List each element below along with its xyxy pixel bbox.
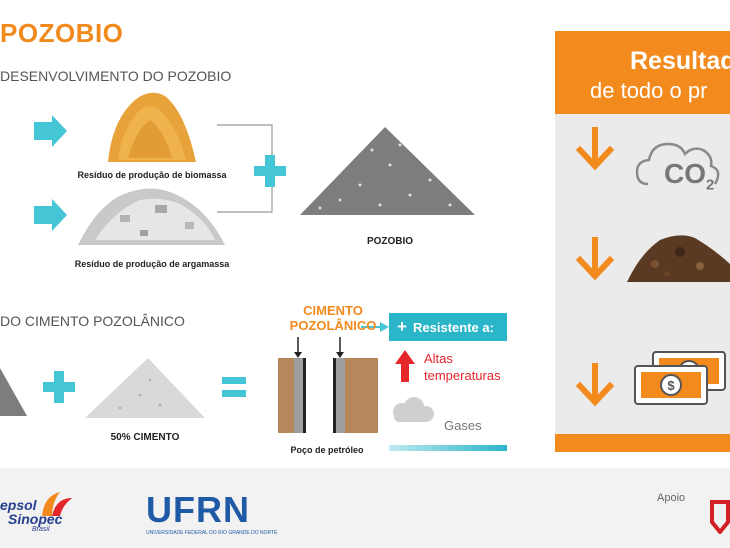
plus-icon: [43, 371, 75, 403]
co2-label: CO2: [664, 158, 714, 194]
oil-well-image: [278, 358, 378, 433]
results-subtitle: de todo o pr: [590, 78, 708, 103]
gradient-bar: [389, 445, 507, 451]
section-heading-cement: DO CIMENTO POZOLÂNICO: [0, 313, 185, 329]
pozobio-pile-image: [300, 127, 475, 215]
apoio-label: Apoio: [657, 492, 686, 504]
altas-temperaturas-label: Altas temperaturas: [424, 351, 501, 383]
argamassa-pile-image: [78, 188, 225, 245]
results-header-box: [555, 31, 730, 114]
co2-cloud-icon: [635, 142, 720, 186]
results-bottom-bar: [555, 434, 730, 452]
equals-icon: [222, 377, 246, 397]
cement-caption: 50% CIMENTO: [110, 432, 180, 443]
biomass-pile-image: [108, 92, 196, 162]
results-title: Resultad: [630, 47, 730, 75]
co2-text: CO: [664, 158, 706, 189]
ufrn-logo: UFRN: [146, 489, 250, 530]
cement-pile-image: [85, 358, 205, 418]
page-title: POZOBIO: [0, 18, 124, 48]
arrow-icon: [34, 115, 67, 147]
co2-subscript: 2: [706, 176, 715, 194]
section-heading-development: DESENVOLVIMENTO DO POZOBIO: [0, 68, 232, 84]
plus-icon: +: [397, 317, 407, 336]
cloud-icon: [393, 397, 434, 422]
resistente-label: Resistente a:: [413, 320, 494, 335]
down-arrow-icon: [575, 363, 615, 407]
resistente-box: + Resistente a:: [389, 313, 507, 341]
svg-text:$: $: [667, 378, 675, 393]
argamassa-caption: Resíduo de produção de argamassa: [74, 259, 230, 269]
plus-icon: [254, 155, 286, 187]
down-arrow-icon: [575, 237, 615, 281]
biomass-caption: Resíduo de produção de biomassa: [77, 170, 227, 180]
down-arrow-icon: [575, 127, 615, 171]
cimento-pozolanico-title: CIMENTO POZOLÂNICO: [289, 303, 377, 333]
footer: [0, 468, 730, 548]
well-caption: Poço de petróleo: [290, 445, 364, 455]
soil-pile-image: [627, 235, 730, 282]
repsol-line1: epsol: [0, 497, 37, 513]
repsol-flame-icon: [42, 492, 72, 516]
money-icon: $ $: [634, 351, 726, 405]
up-arrow-icon: [395, 350, 415, 382]
cement-diagram: [0, 322, 507, 451]
results-icons: $ $: [575, 127, 730, 407]
pozobio-pile-small: [0, 368, 27, 416]
pozobio-caption: POZOBIO: [366, 236, 414, 247]
sponsor-logo-icon: [710, 500, 730, 534]
arrow-icon: [380, 322, 389, 332]
development-diagram: [34, 92, 475, 245]
arrow-icon: [34, 199, 67, 231]
ufrn-subtitle: UNIVERSIDADE FEDERAL DO RIO GRANDE DO NO…: [146, 530, 278, 536]
repsol-line3: Brasil: [32, 526, 50, 533]
gases-label: Gases: [444, 418, 482, 433]
